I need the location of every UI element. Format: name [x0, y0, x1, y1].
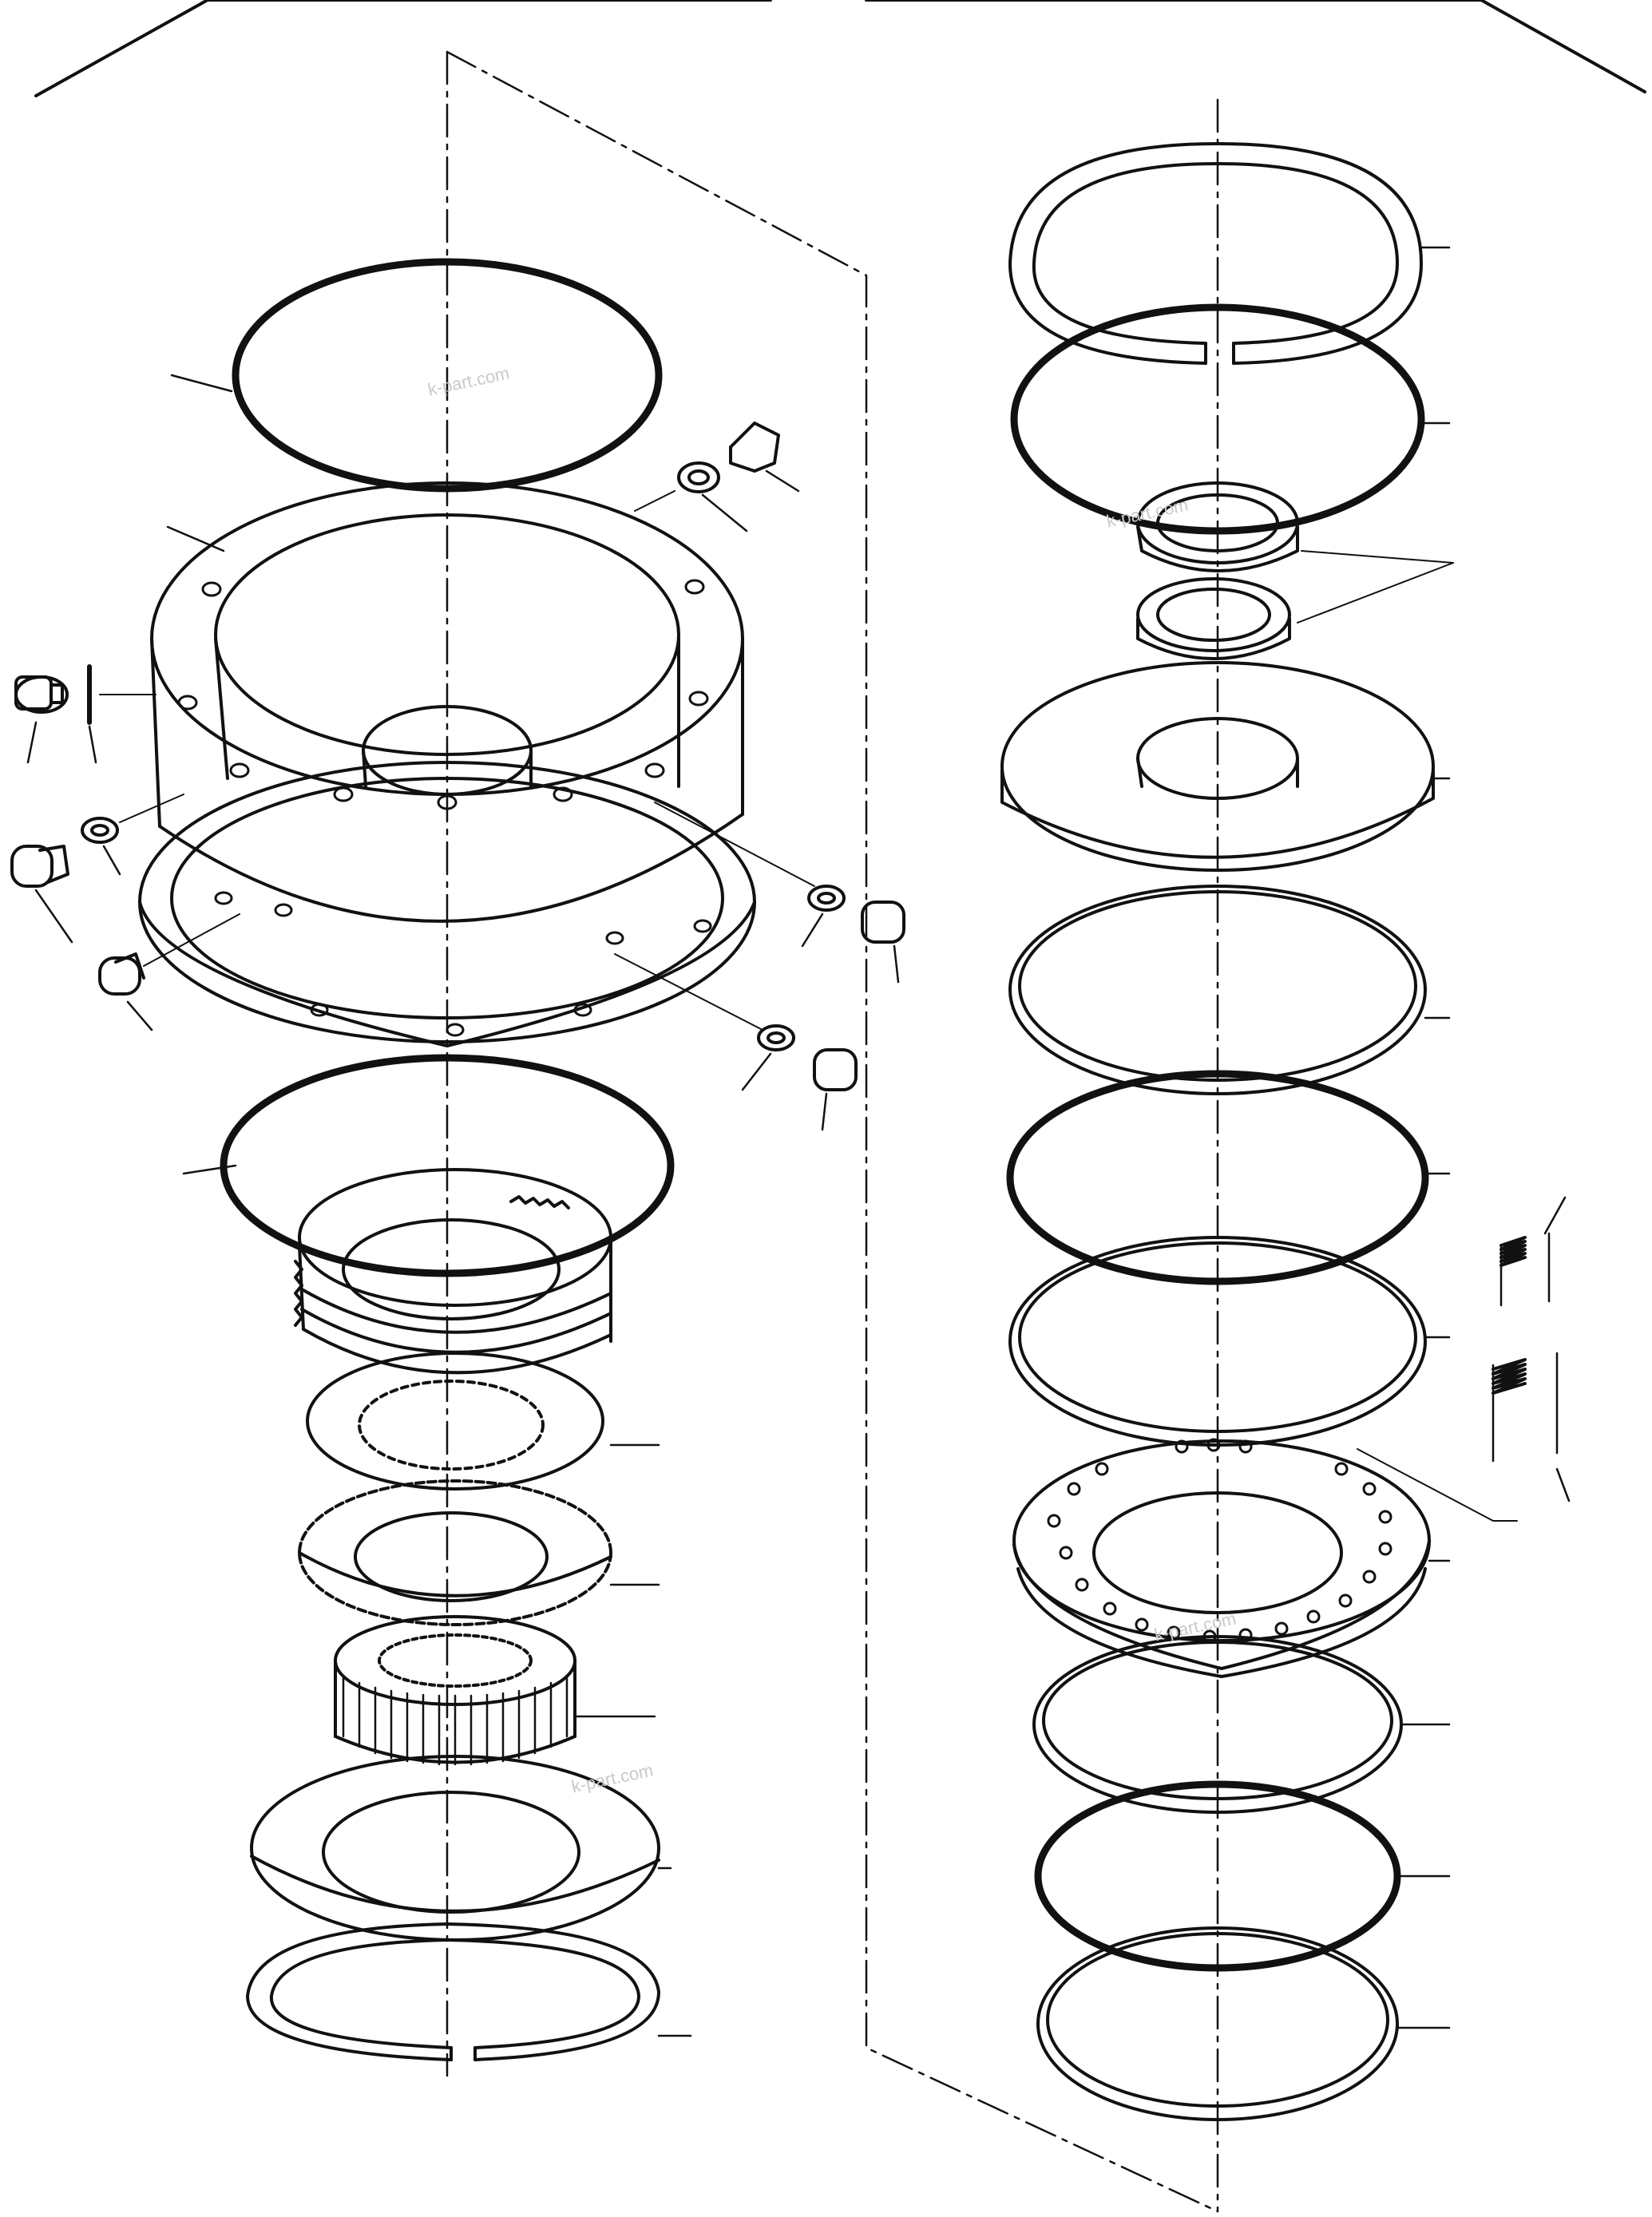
right-o-ring-top: [1010, 303, 1425, 535]
right-snap-ring-top: [1008, 142, 1423, 365]
housing-flange: [138, 761, 756, 1047]
separator-plate: [298, 1479, 612, 1626]
drain-plug-top-left: [14, 664, 156, 764]
oil-seal-pair: [1136, 481, 1454, 660]
centerlines: [446, 50, 1219, 2213]
right-o-ring-middle: [1006, 1070, 1429, 1285]
backup-ring-upper: [1008, 885, 1427, 1095]
friction-disc-1: [306, 1352, 604, 1491]
plug-right-low: [614, 953, 858, 1131]
left-o-ring-middle: [220, 1054, 675, 1277]
hub-gear: [334, 1615, 576, 1766]
frame-lines: [34, 0, 1646, 97]
backup-ring-base: [1036, 1926, 1399, 2121]
leader-lines-right: [1396, 246, 1451, 2029]
springs: [1492, 1196, 1571, 1502]
leader-lines-left: [166, 374, 692, 2037]
snap-ring-bottom-left: [246, 1922, 660, 2061]
plug-left-low: [98, 913, 240, 1031]
backup-ring-lower: [1008, 1236, 1427, 1447]
left-top-o-ring: [232, 258, 663, 493]
plug-top-right: [634, 422, 800, 532]
plug-left-mid: [10, 794, 184, 944]
plug-right-mid: [654, 802, 905, 984]
brake-disc-pack: [294, 1168, 612, 1375]
piston-plate: [1000, 661, 1435, 872]
